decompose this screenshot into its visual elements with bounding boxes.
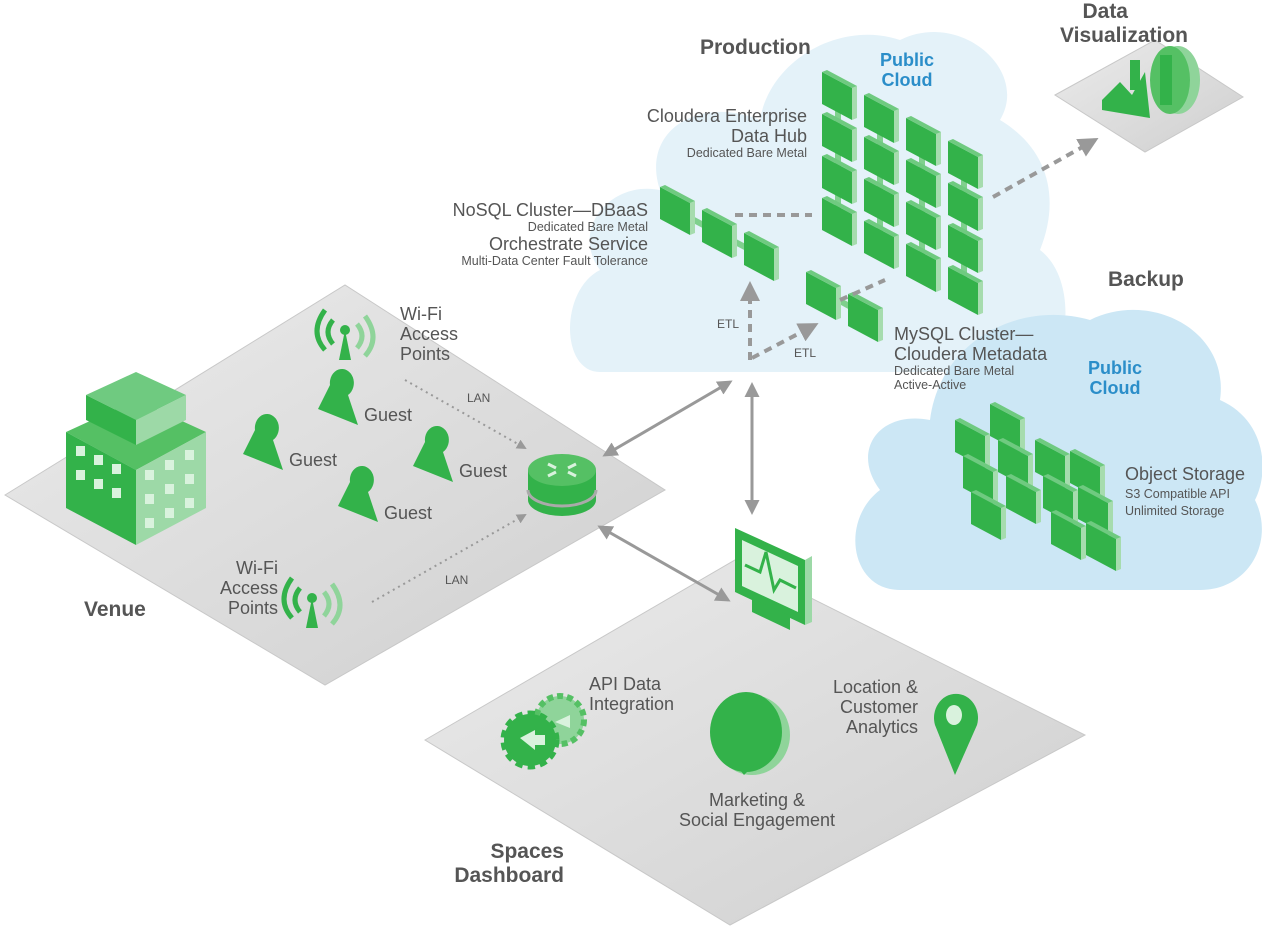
etl-label: ETL <box>717 317 740 331</box>
speech-bubble-icon <box>710 692 790 775</box>
lan-label: LAN <box>445 573 469 587</box>
server-grid-icon <box>822 70 983 315</box>
guest-label: Guest <box>364 405 413 425</box>
map-pin-icon <box>934 693 978 775</box>
wifi-antenna-icon <box>314 308 376 360</box>
server-cluster-icon <box>806 270 883 342</box>
dashed-connectors <box>735 138 1099 360</box>
nosql-label: NoSQL Cluster—DBaaS Dedicated Bare Metal… <box>452 200 648 269</box>
network-arrows <box>597 380 760 602</box>
chart-icon <box>1102 46 1200 118</box>
object-storage-label: Object Storage S3 Compatible API Unlimit… <box>1125 464 1246 519</box>
venue-platform <box>4 284 666 686</box>
venue-title: Venue <box>84 598 146 621</box>
guest-label: Guest <box>459 461 508 481</box>
guest-icon <box>413 425 453 482</box>
guest-icon <box>338 465 378 522</box>
etl-label: ETL <box>794 346 817 360</box>
guest-label: Guest <box>384 503 433 523</box>
router-icon <box>526 454 598 516</box>
marketing-label: Marketing &Social Engagement <box>678 790 836 831</box>
backup-title: Backup <box>1108 268 1184 291</box>
data-hub-label: Cloudera Enterprise Data Hub Dedicated B… <box>646 106 807 161</box>
monitor-icon <box>735 528 812 630</box>
gears-icon <box>500 693 587 770</box>
production-title: Production <box>700 36 811 59</box>
wifi-antenna-icon <box>281 576 343 628</box>
guest-icon <box>318 368 358 425</box>
visualization-platform <box>1054 39 1244 153</box>
mysql-label: MySQL Cluster— Cloudera Metadata Dedicat… <box>894 324 1048 393</box>
guest-label: Guest <box>289 450 338 470</box>
lan-label: LAN <box>467 391 491 405</box>
lan-links <box>371 379 527 603</box>
production-cloud <box>570 31 1066 373</box>
server-cluster-icon <box>660 185 779 281</box>
building-icon <box>66 372 206 545</box>
guest-icon <box>243 413 283 470</box>
